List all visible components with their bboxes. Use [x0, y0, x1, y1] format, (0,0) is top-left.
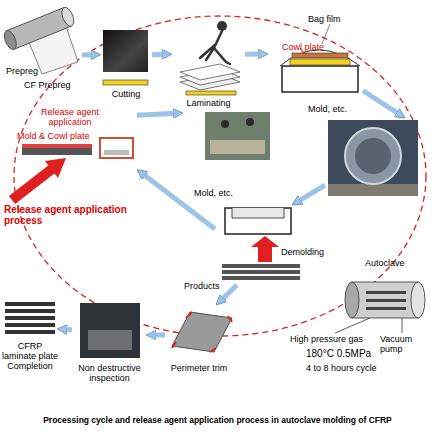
cfrp-plate — [5, 309, 55, 313]
autoclave-door — [345, 128, 401, 184]
photo-panel — [88, 330, 132, 350]
cycle-loop — [14, 16, 426, 336]
photo-person — [221, 120, 229, 128]
process-step: CFRP laminate plate Completion — [0, 295, 60, 380]
mold-recess — [232, 208, 284, 218]
demold-arrow — [251, 236, 279, 262]
gas-line — [335, 318, 370, 333]
ply-sheet — [180, 64, 240, 80]
laminate — [290, 59, 350, 65]
vessel-door — [345, 282, 359, 318]
inspection-photo — [80, 303, 140, 358]
leader-line — [322, 24, 330, 44]
step-label: Prepreg — [6, 66, 46, 76]
process-step: Non destructive inspection — [72, 300, 147, 400]
process-step: Perimeter trim — [165, 305, 233, 380]
flow-arrow — [152, 52, 165, 57]
step-label: CF Prepreg — [24, 80, 80, 90]
autoclave-door — [355, 138, 391, 174]
process-step: Laminating — [172, 15, 245, 113]
product-plate — [222, 264, 300, 268]
figure-caption: Processing cycle and release agent appli… — [0, 416, 435, 426]
highlight-arrow — [45, 158, 66, 178]
mold — [225, 208, 291, 234]
flow-arrow — [137, 113, 176, 115]
step-label: Bag film — [308, 14, 363, 24]
worker-head — [217, 21, 227, 31]
text-label: 4 to 8 hours cycle — [306, 363, 416, 373]
step-label: Laminating — [172, 98, 245, 108]
cowl-plate — [22, 148, 92, 155]
step-label: Perimeter trim — [165, 363, 233, 373]
cfrp-plate — [5, 323, 55, 327]
vessel-shelf — [366, 299, 406, 302]
vessel-end — [411, 282, 425, 318]
flow-arrow — [82, 52, 94, 57]
product-plate — [222, 276, 300, 280]
vessel-shelf — [366, 307, 406, 310]
step-label: Mold, etc. — [308, 104, 363, 114]
flow-arrow — [221, 285, 237, 300]
flow-arrow — [143, 174, 215, 229]
cut-strip — [103, 80, 148, 85]
step-label: Cowl plate — [282, 42, 337, 52]
cowl-plate — [292, 53, 348, 58]
worker-body — [200, 31, 230, 64]
mold — [282, 66, 358, 92]
flow-arrow — [64, 327, 72, 333]
photo-floor — [328, 184, 418, 196]
step-label: Non destructive inspection — [72, 363, 147, 383]
vacuum-line — [402, 318, 403, 333]
mold-base — [104, 150, 129, 155]
process-step: Cutting — [100, 25, 152, 110]
bag-film — [280, 50, 360, 66]
cfrp-plate — [5, 302, 55, 306]
step-label: CFRP laminate plate Completion — [0, 341, 60, 371]
edge-label: Products — [184, 281, 234, 291]
highlight-arrow — [12, 169, 52, 200]
trim-marks — [172, 312, 232, 352]
flow-arrow — [153, 333, 165, 338]
cfrp-plate — [5, 316, 55, 320]
prepreg-roll — [2, 6, 76, 52]
flow-arrow — [298, 185, 325, 201]
step-label: Demolding — [281, 247, 325, 257]
product-plate — [222, 270, 300, 274]
cfrp-plate — [5, 330, 55, 334]
text-label: Release agent application process — [4, 204, 132, 226]
release-agent-layer — [22, 144, 92, 148]
process-step: Autoclave — [325, 118, 425, 278]
text-label: Vacuum pump — [380, 334, 435, 354]
text-label: 180°C 0.5MPa — [306, 348, 406, 359]
autoclave-vessel — [352, 282, 418, 318]
vessel-shelf — [366, 291, 406, 294]
text-label: High pressure gas — [290, 334, 370, 344]
step-label: Cutting — [100, 89, 152, 99]
trimmed-plate — [172, 312, 232, 352]
flow-arrow — [245, 52, 261, 57]
edge-label: Mold, etc. — [194, 188, 244, 198]
mold — [100, 138, 133, 158]
process-step: Release agent applicationMold & Cowl pla… — [15, 105, 137, 173]
process-step: Prepreg CF Prepreg — [0, 0, 82, 100]
photo-person — [246, 118, 254, 126]
autoclave-photo — [328, 120, 418, 196]
process-step: Bag filmCowl plateMold, etc. — [268, 12, 363, 117]
roll-end — [59, 6, 76, 28]
laminate-base — [186, 91, 236, 95]
step-label: Release agent application — [40, 107, 100, 127]
step-label: Mold & Cowl plate — [17, 131, 107, 141]
process-step: Demolding — [215, 205, 325, 285]
photo-table — [210, 140, 265, 154]
roll-end — [2, 29, 19, 51]
step-label: Autoclave — [365, 258, 425, 268]
flow-arrow — [363, 91, 399, 114]
laminating-photo — [205, 112, 270, 160]
cut-sheet — [103, 30, 148, 72]
